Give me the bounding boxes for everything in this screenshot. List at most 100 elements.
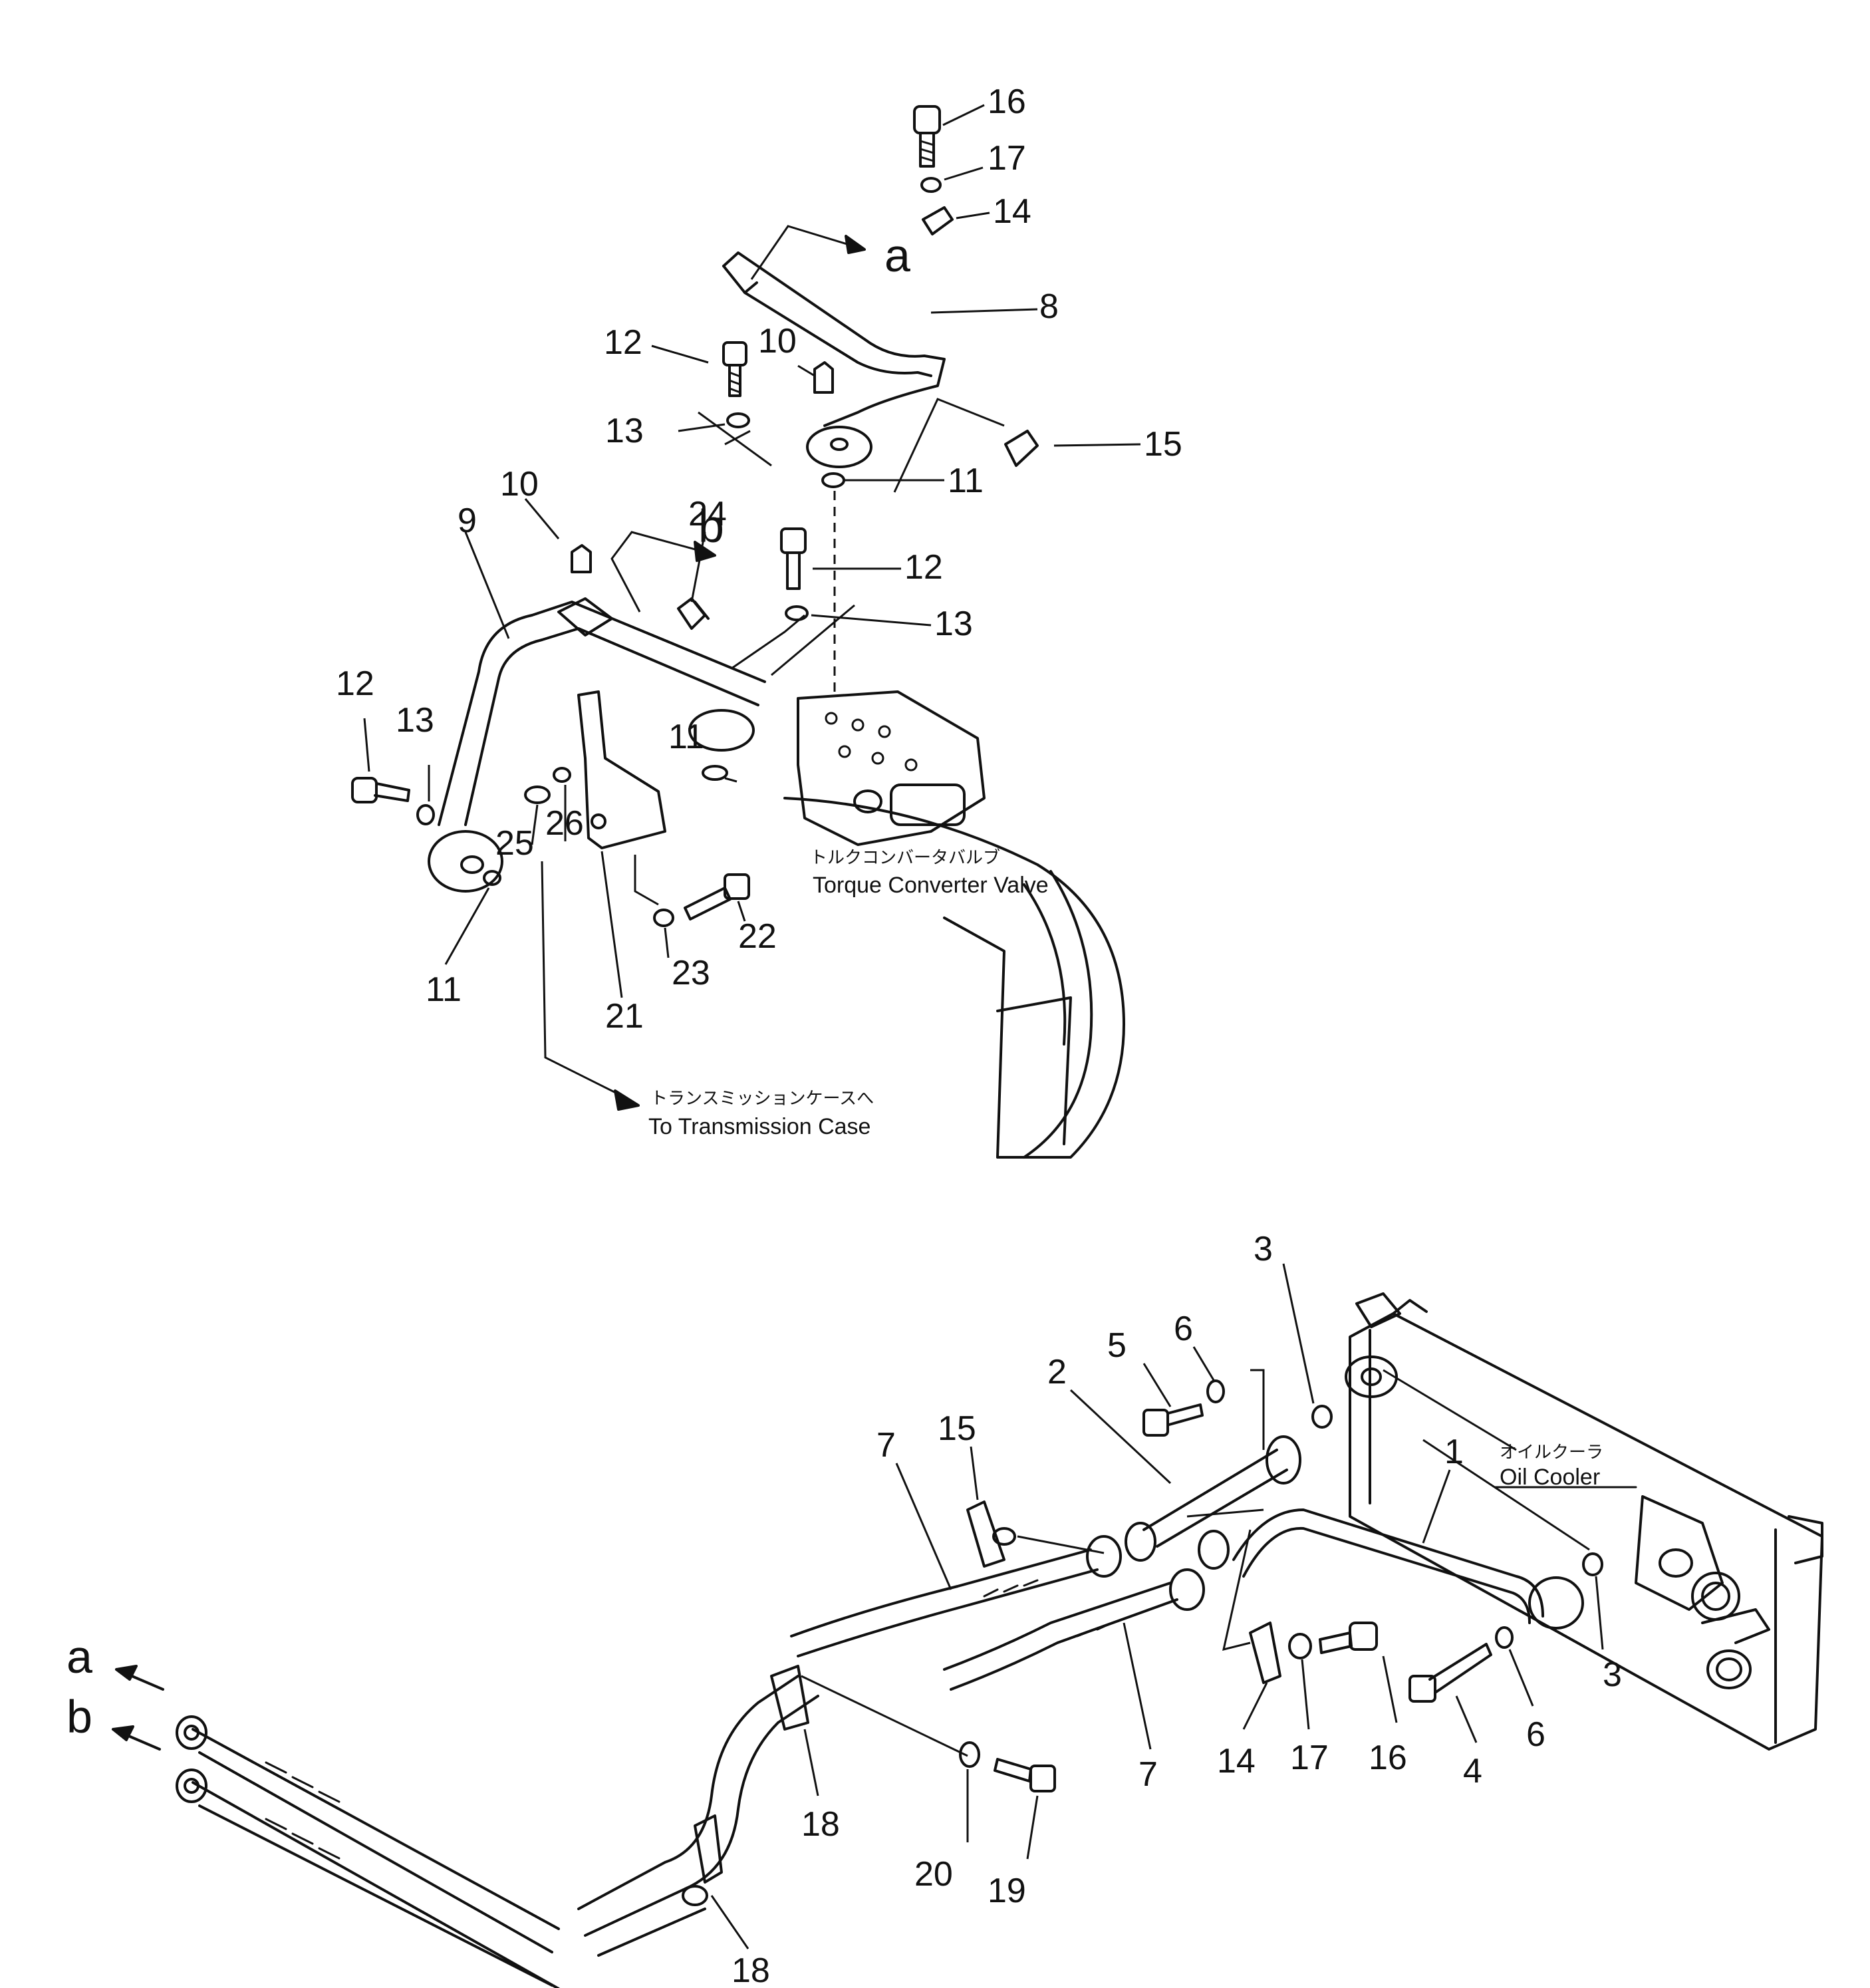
- callout-14-top: 14: [993, 192, 1031, 231]
- oring-11-mid: [702, 765, 728, 781]
- arrow-a-top: [750, 225, 865, 280]
- callout-13-left: 13: [396, 701, 434, 740]
- callout-6-bot: 6: [1526, 1715, 1545, 1754]
- plug-10-mid: [571, 544, 592, 573]
- callout-18-mid: 18: [801, 1805, 840, 1844]
- transmission-arrow: [614, 1089, 640, 1111]
- bracket-21: [577, 690, 666, 849]
- oil-cooler: [1345, 1292, 1823, 1751]
- bolt-4: [1408, 1643, 1492, 1703]
- bolt-12-mid: [780, 527, 807, 590]
- torque-converter-valve: [797, 690, 986, 846]
- callout-5: 5: [1107, 1326, 1127, 1365]
- callout-24: 24: [688, 495, 727, 533]
- callout-22: 22: [738, 917, 777, 956]
- clamp-15-top: [1004, 430, 1039, 467]
- transmission-en: To Transmission Case: [648, 1114, 870, 1139]
- nut-25: [524, 785, 551, 804]
- hose-7: [790, 1530, 1230, 1691]
- clamp-15-bolt: [992, 1527, 1016, 1546]
- callout-6-top: 6: [1174, 1310, 1193, 1348]
- bolt-12-top: [722, 341, 747, 397]
- callout-3-top: 3: [1254, 1230, 1273, 1268]
- callout-1: 1: [1444, 1433, 1464, 1471]
- callout-17-top: 17: [988, 139, 1026, 178]
- callout-21: 21: [605, 997, 644, 1036]
- callout-12-mid: 12: [904, 548, 943, 587]
- pipe-2: [1125, 1435, 1301, 1562]
- callout-8: 8: [1039, 287, 1059, 326]
- letter-b-top: b: [698, 500, 724, 552]
- pipe-8: [722, 251, 946, 468]
- callout-16-top: 16: [988, 82, 1026, 121]
- callout-17-bot: 17: [1290, 1739, 1329, 1777]
- flange-top: [688, 709, 755, 752]
- callout-18-bot: 18: [732, 1951, 770, 1988]
- letter-b-bot: b: [67, 1691, 92, 1743]
- washer-13-left: [416, 804, 435, 825]
- bracket-hole: [591, 813, 606, 829]
- callout-16-bot: 16: [1369, 1739, 1407, 1777]
- clip-24: [677, 597, 710, 630]
- letter-a-bot: a: [67, 1631, 92, 1683]
- bolt-5: [1142, 1403, 1204, 1437]
- bolt-16-bot: [1319, 1622, 1378, 1654]
- fork-right: [893, 398, 1005, 493]
- washer-26: [553, 767, 571, 783]
- callout-10-mid: 10: [500, 465, 539, 503]
- bolt-16-top: [913, 105, 941, 168]
- arrow-b-bot: [112, 1725, 161, 1751]
- washer-23: [653, 909, 674, 927]
- washer-17-bot: [1288, 1633, 1312, 1659]
- oring-3-top: [1311, 1405, 1333, 1429]
- callout-11-top: 11: [948, 462, 984, 500]
- transmission-housing: [783, 797, 1125, 1159]
- callout-9: 9: [458, 501, 477, 540]
- clamp-15-bot: [966, 1500, 1005, 1568]
- clamp-18-low: [694, 1814, 723, 1884]
- transmission-jp: トランスミッションケースへ: [650, 1089, 874, 1109]
- callout-19: 19: [988, 1872, 1026, 1910]
- callout-25: 25: [495, 824, 534, 863]
- callout-4: 4: [1463, 1752, 1482, 1790]
- pipe-1: [1232, 1508, 1584, 1630]
- callout-15-bot: 15: [938, 1409, 976, 1448]
- callout-13-mid: 13: [934, 605, 973, 643]
- torque-valve-en: Torque Converter Valve: [813, 873, 1049, 898]
- pipe-9: [428, 597, 766, 893]
- bolt-19: [994, 1758, 1056, 1792]
- clamp-14-top: [922, 206, 954, 235]
- callout-13-top: 13: [605, 412, 644, 450]
- callout-3-bot: 3: [1603, 1655, 1622, 1694]
- washer-6-bot: [1495, 1626, 1514, 1649]
- torque-valve-jp: トルクコンバータバルブ: [810, 848, 1000, 868]
- oil-cooler-jp: オイルクーラ: [1500, 1443, 1603, 1463]
- top-leaders: [363, 104, 1141, 1099]
- callout-7-right: 7: [1138, 1755, 1158, 1794]
- arrow-b-top: [610, 531, 706, 613]
- washer-13-top: [726, 412, 750, 428]
- callout-12-top: 12: [604, 323, 642, 362]
- callout-26: 26: [545, 804, 584, 843]
- clamp-18-mid: [770, 1665, 809, 1731]
- washer-17-top: [920, 177, 942, 193]
- oring-11-bot: [483, 870, 501, 886]
- callout-20: 20: [914, 1855, 953, 1894]
- bolt-22: [684, 873, 750, 921]
- callout-2: 2: [1047, 1353, 1067, 1391]
- oring-3-bot: [1582, 1552, 1603, 1576]
- arrow-a-bot: [115, 1665, 164, 1691]
- callout-23: 23: [672, 954, 710, 992]
- plug-10-top: [813, 361, 834, 394]
- washer-6-top: [1206, 1379, 1225, 1403]
- callout-10-top: 10: [758, 322, 797, 360]
- callout-11-mid: 11: [668, 718, 704, 756]
- washer-20: [959, 1741, 980, 1768]
- letter-a-top: a: [884, 229, 910, 281]
- callout-7-left: 7: [876, 1426, 896, 1465]
- callout-11-bot: 11: [426, 970, 462, 1009]
- clamp-14-bot: [1249, 1622, 1281, 1684]
- lines-a-b: [176, 1675, 819, 1988]
- bottom-leaders: [710, 1263, 1604, 1949]
